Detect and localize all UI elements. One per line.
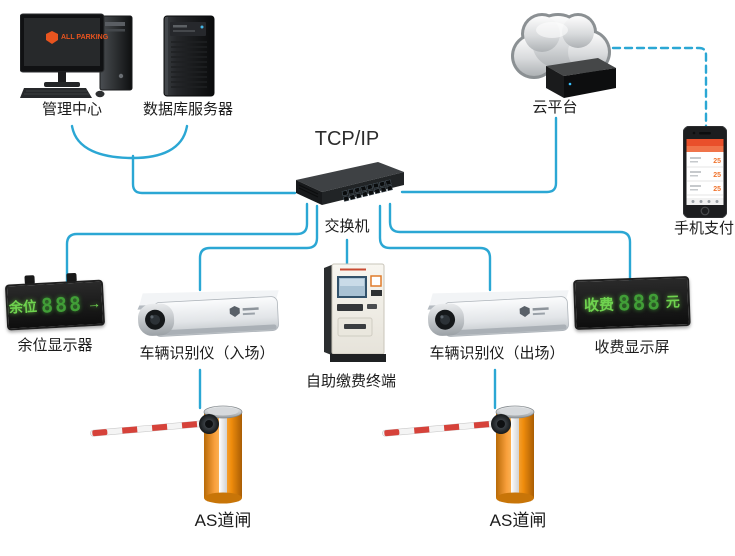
payment-amount: 25 bbox=[713, 158, 721, 165]
led-digits: 888 bbox=[617, 289, 663, 316]
mobile-payment-label: 手机支付 bbox=[673, 220, 734, 237]
lpr-camera-icon bbox=[427, 290, 569, 337]
management-center-label: 管理中心 bbox=[41, 101, 102, 118]
wire-cloud-to-phone bbox=[611, 46, 708, 129]
entry-camera-label: 车辆识别仪（入场） bbox=[139, 345, 275, 362]
exit-gate-node bbox=[380, 402, 540, 508]
payment-kiosk-label: 自助缴费终端 bbox=[305, 373, 396, 390]
cloud-platform-label: 云平台 bbox=[532, 99, 578, 116]
entry-camera-node bbox=[130, 284, 284, 350]
entry-gate-label: AS道闸 bbox=[194, 511, 252, 530]
cloud-icon bbox=[511, 13, 616, 98]
mobile-payment-node: 25 25 25 bbox=[682, 125, 728, 219]
barrier-gate-icon bbox=[382, 405, 535, 504]
payment-kiosk-node bbox=[318, 260, 394, 364]
entry-gate-node bbox=[88, 402, 248, 508]
kiosk-icon bbox=[324, 263, 386, 362]
led-arrow: → bbox=[86, 294, 102, 312]
network-switch-icon bbox=[296, 162, 404, 205]
wire-db-to-merge bbox=[131, 124, 189, 160]
led-digits: 888 bbox=[40, 291, 84, 318]
database-server-label: 数据库服务器 bbox=[142, 101, 233, 118]
management-center-node: ALL PARKING bbox=[19, 10, 138, 102]
space-display-label: 余位显示器 bbox=[17, 337, 93, 354]
server-icon bbox=[163, 15, 215, 97]
wire-cloud-to-switch bbox=[400, 116, 558, 194]
wire-switch-to-fee-display bbox=[388, 202, 632, 282]
cloud-platform-node bbox=[500, 4, 618, 100]
led-suffix: 元 bbox=[665, 293, 681, 310]
wire-switch-to-entry-camera bbox=[198, 204, 319, 292]
smartphone-icon: 25 25 25 bbox=[682, 125, 728, 219]
fee-display-label: 收费显示屏 bbox=[594, 339, 670, 356]
exit-camera-label: 车辆识别仪（出场） bbox=[429, 345, 565, 362]
wire-merge-to-switch bbox=[131, 154, 297, 195]
led-prefix: 余位 bbox=[8, 298, 38, 316]
exit-gate-label: AS道闸 bbox=[489, 511, 547, 530]
payment-amount: 25 bbox=[713, 172, 721, 179]
monitor-logo-text: ALL PARKING bbox=[61, 34, 109, 41]
led-prefix: 收费 bbox=[583, 296, 615, 315]
payment-amount: 25 bbox=[713, 186, 721, 193]
lpr-camera-icon bbox=[137, 290, 279, 337]
exit-camera-node bbox=[420, 284, 574, 350]
switch-node bbox=[292, 158, 408, 210]
protocol-label: TCP/IP bbox=[314, 128, 380, 150]
database-server-node bbox=[162, 14, 218, 98]
switch-label: 交换机 bbox=[324, 218, 370, 235]
computer-icon: ALL PARKING bbox=[19, 13, 133, 98]
barrier-gate-icon bbox=[90, 405, 243, 504]
wire-switch-to-space-display bbox=[65, 202, 309, 286]
wire-mgmt-to-merge bbox=[70, 124, 135, 160]
wire-switch-to-exit-camera bbox=[378, 204, 492, 292]
